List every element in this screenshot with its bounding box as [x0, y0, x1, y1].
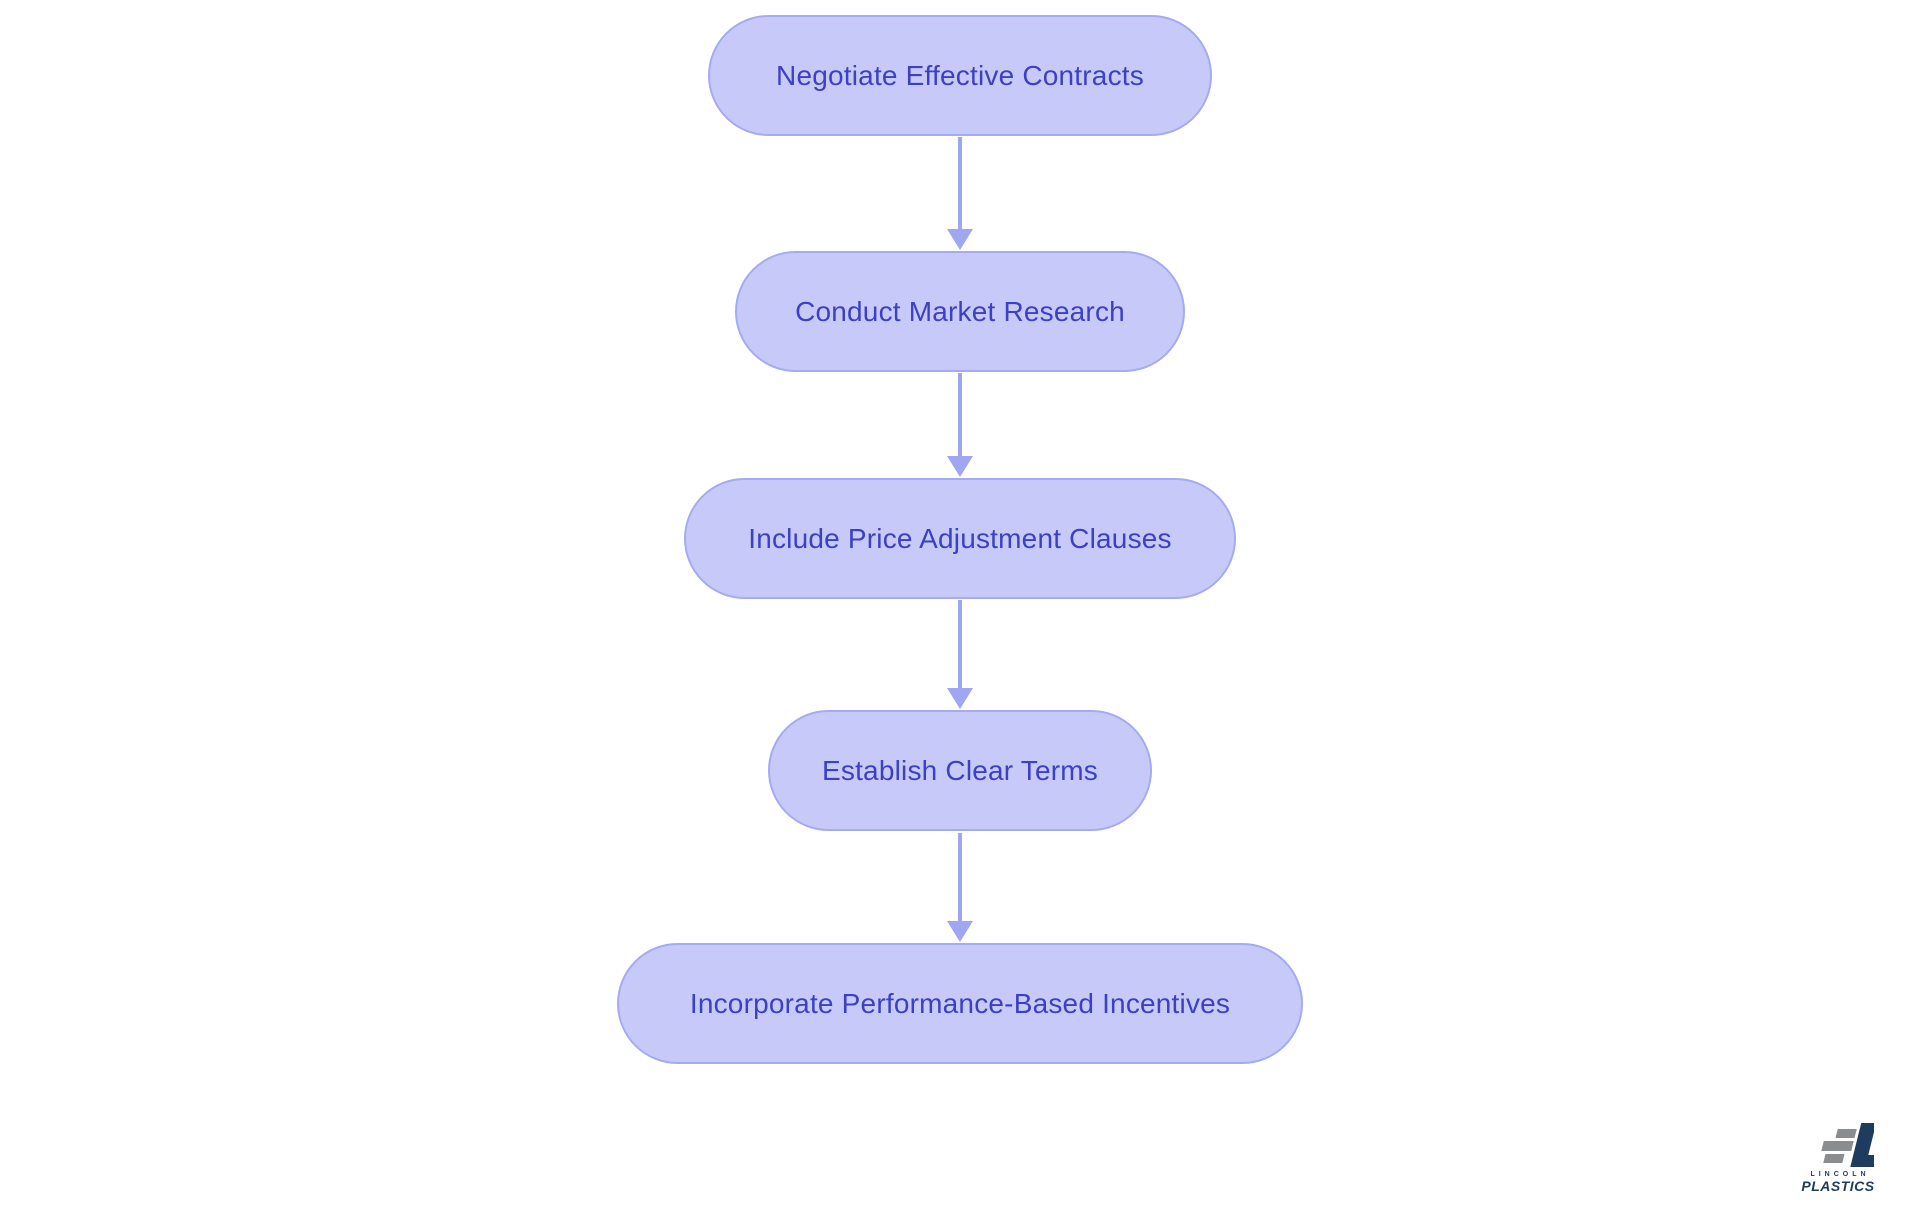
arrowhead-down-icon — [946, 456, 973, 477]
logo-brand-name: LINCOLN — [1810, 1171, 1870, 1178]
flow-arrow-4-5 — [946, 833, 973, 942]
arrow-shaft — [957, 137, 962, 234]
flow-node-incorporate-performance-based-incentives: Incorporate Performance-Based Incentives — [617, 943, 1303, 1064]
flow-node-negotiate-effective-contracts: Negotiate Effective Contracts — [708, 15, 1212, 136]
logo-brand-word: PLASTICS — [1801, 1178, 1875, 1194]
arrowhead-down-icon — [946, 229, 973, 250]
flow-arrow-2-3 — [946, 373, 973, 477]
arrow-shaft — [957, 373, 962, 461]
lincoln-logo-mark-icon — [1821, 1121, 1874, 1169]
flow-arrow-3-4 — [946, 600, 973, 709]
flow-node-conduct-market-research: Conduct Market Research — [735, 251, 1185, 372]
arrow-shaft — [957, 833, 962, 926]
flow-node-label: Incorporate Performance-Based Incentives — [689, 987, 1231, 1019]
flow-node-label: Negotiate Effective Contracts — [776, 59, 1144, 91]
flow-node-label: Conduct Market Research — [795, 295, 1125, 327]
lincoln-plastics-logo: LINCOLN PLASTICS — [1799, 1120, 1877, 1194]
flow-node-include-price-adjustment-clauses: Include Price Adjustment Clauses — [684, 478, 1236, 599]
arrow-shaft — [957, 600, 962, 693]
flow-node-label: Include Price Adjustment Clauses — [748, 522, 1172, 554]
arrowhead-down-icon — [946, 921, 973, 942]
flow-node-establish-clear-terms: Establish Clear Terms — [768, 710, 1152, 831]
flow-node-label: Establish Clear Terms — [822, 754, 1098, 786]
arrowhead-down-icon — [946, 688, 973, 709]
flow-arrow-1-2 — [946, 137, 973, 250]
